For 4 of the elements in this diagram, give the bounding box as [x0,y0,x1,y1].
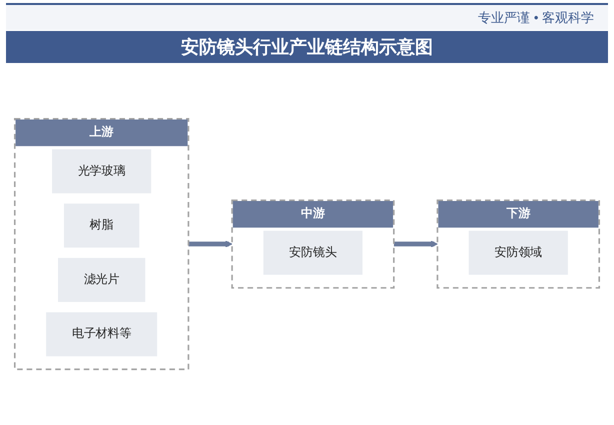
arrow [394,241,438,248]
arrow [188,241,232,248]
slogan-text: 专业严谨 • 客观科学 [478,8,594,26]
chart-title: 安防镜头行业产业链结构示意图 [6,31,608,63]
